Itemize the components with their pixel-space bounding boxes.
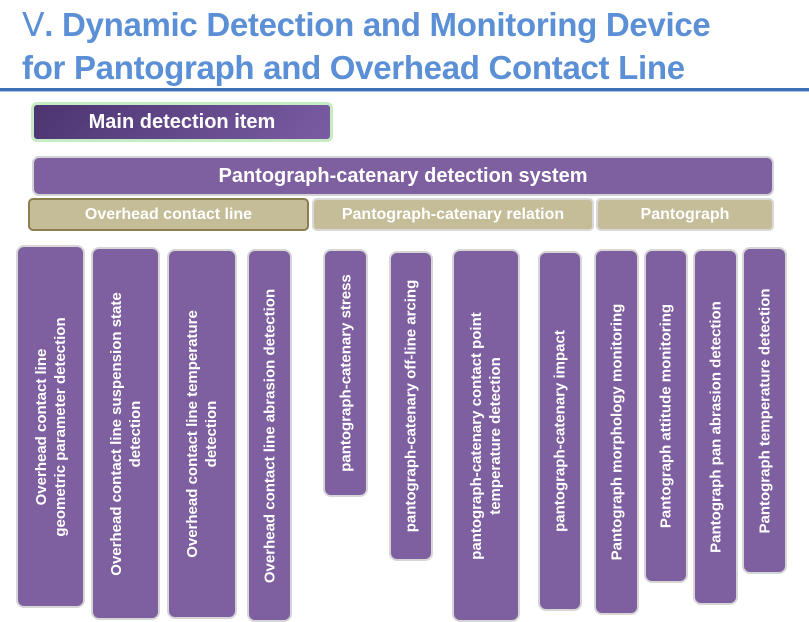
title-divider (0, 88, 809, 91)
detection-item-label: pantograph-catenary impact (551, 330, 569, 532)
detection-item-label: Pantograph temperature detection (756, 287, 773, 534)
title-line-1-text: . Dynamic Detection and Monitoring Devic… (44, 6, 711, 43)
detection-item-label: Pantograph attitude monitoring (657, 303, 675, 529)
title-line-2: for Pantograph and Overhead Contact Line (22, 49, 685, 86)
slide-title: Ⅴ. Dynamic Detection and Monitoring Devi… (22, 4, 711, 88)
detection-item: pantograph-catenary stress (323, 249, 368, 497)
category-overhead-contact-line: Overhead contact line (28, 198, 309, 231)
detection-item: pantograph-catenary impact (538, 251, 582, 611)
detection-item: pantograph-catenary off-line arcing (389, 251, 433, 561)
main-detection-item-box: Main detection item (31, 102, 333, 142)
detection-item: Pantograph morphology monitoring (594, 249, 639, 615)
detection-item: Overhead contact line abrasion detection (247, 249, 292, 622)
detection-item: Pantograph attitude monitoring (644, 249, 688, 583)
detection-item: Pantograph temperature detection (742, 247, 787, 574)
detection-item-label: pantograph-catenary stress (337, 274, 354, 472)
detection-item-label: Pantograph pan abrasion detection (707, 301, 724, 553)
detection-system-box: Pantograph-catenary detection system (32, 156, 774, 196)
title-divider-highlight (0, 91, 809, 92)
category-pantograph-catenary-relation: Pantograph-catenary relation (312, 198, 594, 231)
detection-item-label: pantograph-catenary off-line arcing (402, 279, 420, 533)
detection-item-label: Pantograph morphology monitoring (608, 303, 625, 561)
category-pantograph: Pantograph (596, 198, 774, 231)
roman-numeral: Ⅴ (22, 8, 45, 44)
detection-item-label: Overhead contact line abrasion detection (261, 288, 278, 583)
title-line-1: Ⅴ. Dynamic Detection and Monitoring Devi… (22, 4, 711, 47)
detection-item: Pantograph pan abrasion detection (693, 249, 738, 605)
